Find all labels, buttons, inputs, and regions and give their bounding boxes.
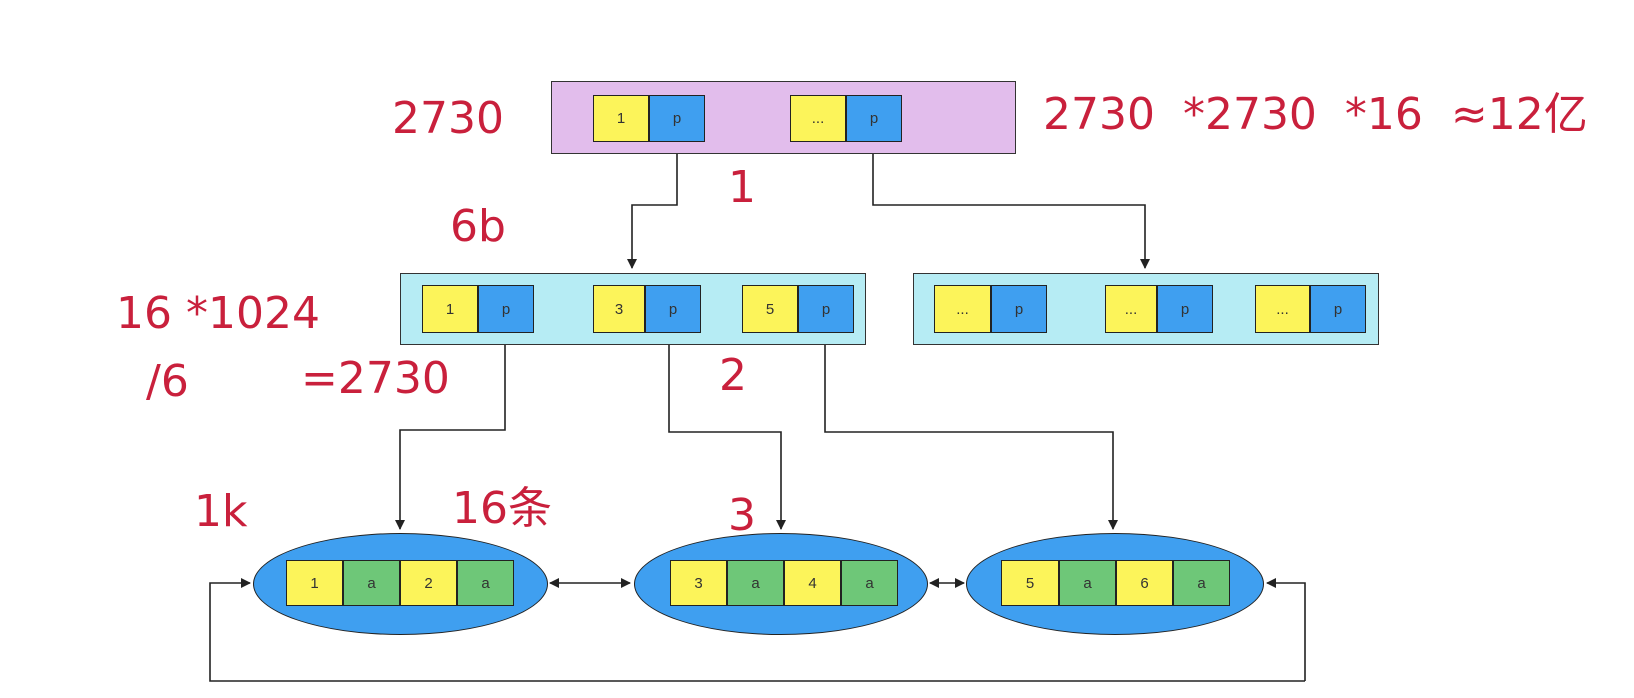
leaf-data-cell: a: [1059, 560, 1116, 606]
internal-pointer-cell: p: [645, 285, 701, 333]
leaf-data-cell: a: [343, 560, 400, 606]
row-size-note: 1k: [194, 486, 248, 537]
root-key-cell: 1: [593, 95, 649, 142]
root-count-note: 2730: [392, 93, 504, 144]
internal-to-leaf3-connector: [824, 330, 1118, 530]
leaf-key-cell: 1: [286, 560, 343, 606]
internal-pointer-cell: p: [1157, 285, 1213, 333]
leaf-key-cell: 3: [670, 560, 727, 606]
leaf-data-cell: a: [841, 560, 898, 606]
internal-pointer-cell: p: [1310, 285, 1366, 333]
leaf-key-cell: 5: [1001, 560, 1059, 606]
rows-per-leaf-note: 16条: [452, 483, 552, 534]
level-2-note: 2: [719, 350, 747, 401]
internal-key-cell: ...: [934, 285, 991, 333]
page-calc-line2-note: /6: [146, 356, 189, 407]
internal-to-leaf2-connector: [668, 330, 786, 530]
root-pointer-cell: p: [649, 95, 705, 142]
internal-key-cell: 5: [742, 285, 798, 333]
root-to-left-connector: [627, 143, 678, 269]
total-estimate-note: 2730 *2730 *16 ≈12亿: [1043, 89, 1588, 140]
internal-key-cell: ...: [1255, 285, 1310, 333]
root-pointer-cell: p: [846, 95, 902, 142]
internal-key-cell: ...: [1105, 285, 1157, 333]
level-3-note: 3: [728, 490, 756, 541]
leaf-key-cell: 4: [784, 560, 841, 606]
leaf-data-cell: a: [727, 560, 784, 606]
page-calc-line1-note: 16 *1024: [116, 288, 320, 339]
key-pointer-size-note: 6b: [450, 201, 506, 252]
internal-key-cell: 1: [422, 285, 478, 333]
leaf-wrap-link-left: [209, 578, 1305, 682]
leaf-key-cell: 6: [1116, 560, 1173, 606]
internal-pointer-cell: p: [991, 285, 1047, 333]
page-calc-result-note: =2730: [301, 353, 450, 404]
leaf-data-cell: a: [1173, 560, 1230, 606]
internal-key-cell: 3: [593, 285, 645, 333]
internal-to-leaf1-connector: [395, 330, 506, 530]
internal-pointer-cell: p: [798, 285, 854, 333]
root-key-cell: ...: [790, 95, 846, 142]
leaf-data-cell: a: [457, 560, 514, 606]
level-1-note: 1: [728, 162, 756, 213]
leaf-wrap-link-right: [1266, 578, 1306, 681]
internal-pointer-cell: p: [478, 285, 534, 333]
root-to-right-connector: [872, 143, 1150, 269]
leaf-key-cell: 2: [400, 560, 457, 606]
